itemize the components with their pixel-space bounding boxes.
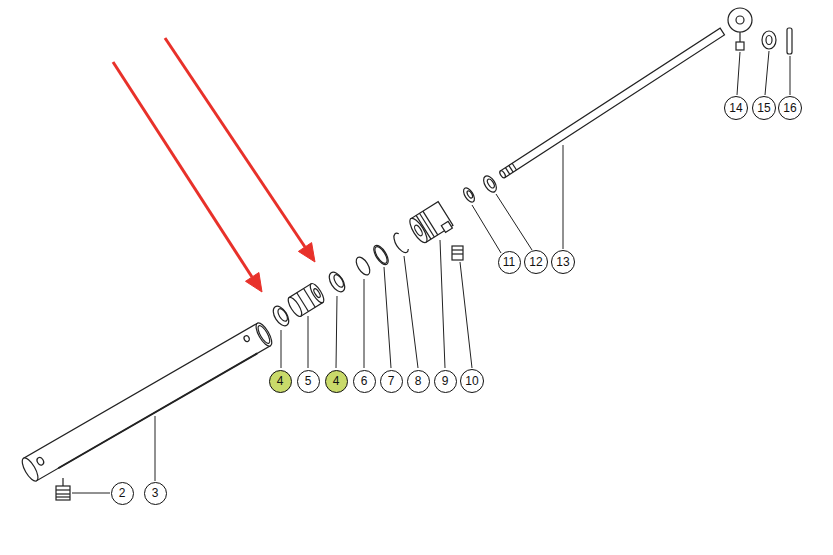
callout-number: 12 (529, 256, 542, 268)
seal-ring (270, 303, 292, 328)
callout-circle: 4 (325, 370, 348, 393)
highlight-arrows (113, 38, 315, 292)
hose-fitting (452, 246, 463, 260)
washer (762, 31, 776, 49)
callout-circle: 7 (380, 370, 403, 393)
callout-circle: 11 (498, 251, 521, 274)
callout-circle: 6 (353, 370, 376, 393)
piston-rod (499, 28, 725, 178)
callout-number: 3 (152, 487, 159, 499)
callout-number: 10 (465, 375, 478, 387)
callout-number: 15 (757, 102, 770, 114)
callout-number: 4 (333, 375, 340, 387)
wiper-ring (481, 174, 499, 195)
o-ring (353, 255, 372, 277)
grease-fitting (56, 478, 70, 500)
rod-seal (461, 186, 476, 204)
grease-nipple (736, 32, 744, 50)
callout-number: 13 (556, 256, 569, 268)
callout-number: 8 (415, 375, 422, 387)
callout-number: 7 (388, 375, 395, 387)
callout-number: 4 (277, 375, 284, 387)
callout-number: 14 (729, 102, 742, 114)
callout-circle: 12 (524, 250, 548, 274)
callout-number: 5 (305, 375, 312, 387)
leader-lines (72, 51, 790, 493)
callout-circle: 10 (460, 369, 484, 393)
callout-circle: 5 (297, 370, 320, 393)
callout-circle: 16 (778, 96, 802, 120)
split-pin (787, 28, 792, 54)
callout-circle: 14 (724, 96, 748, 120)
callout-number: 2 (119, 487, 126, 499)
callout-circle: 8 (407, 370, 430, 393)
rod-eye (728, 8, 752, 32)
callout-number: 16 (783, 102, 796, 114)
callout-number: 9 (442, 375, 449, 387)
callout-circle: 13 (551, 250, 575, 274)
callout-circle: 15 (752, 96, 776, 120)
seal-ring (326, 269, 348, 294)
callout-circle: 9 (434, 370, 457, 393)
callout-number: 11 (503, 256, 515, 268)
snap-ring (391, 232, 409, 255)
callout-circle: 4 (269, 370, 292, 393)
back-up-ring (371, 243, 391, 267)
callout-circle: 3 (144, 482, 167, 505)
cylinder-tube (19, 321, 274, 484)
piston (286, 282, 326, 319)
cylinder-gland (407, 202, 454, 247)
callout-circle: 2 (111, 482, 134, 505)
callout-number: 6 (361, 375, 368, 387)
